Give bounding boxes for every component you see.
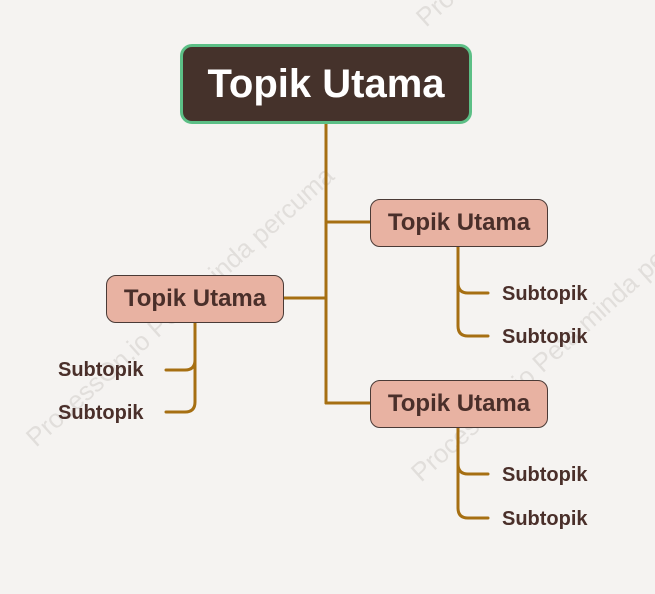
- subtopic-label[interactable]: Subtopik: [58, 402, 144, 424]
- main-topic-node[interactable]: Topik Utama: [106, 275, 284, 323]
- subtopic-label[interactable]: Subtopik: [502, 283, 588, 305]
- subtopic-connector: [456, 244, 490, 295]
- main-topic-node[interactable]: Topik Utama: [370, 380, 548, 428]
- subtopic-connector: [456, 462, 490, 520]
- subtopic-label[interactable]: Subtopik: [58, 359, 144, 381]
- subtopic-connector: [456, 281, 490, 338]
- subtopic-label[interactable]: Subtopik: [502, 326, 588, 348]
- subtopic-label[interactable]: Subtopik: [502, 508, 588, 530]
- subtopic-connector: [456, 425, 490, 476]
- subtopic-connector: [164, 320, 197, 372]
- central-topic[interactable]: Topik Utama: [180, 44, 472, 124]
- subtopic-connector: [164, 358, 197, 414]
- subtopic-label[interactable]: Subtopik: [502, 464, 588, 486]
- main-topic-node[interactable]: Topik Utama: [370, 199, 548, 247]
